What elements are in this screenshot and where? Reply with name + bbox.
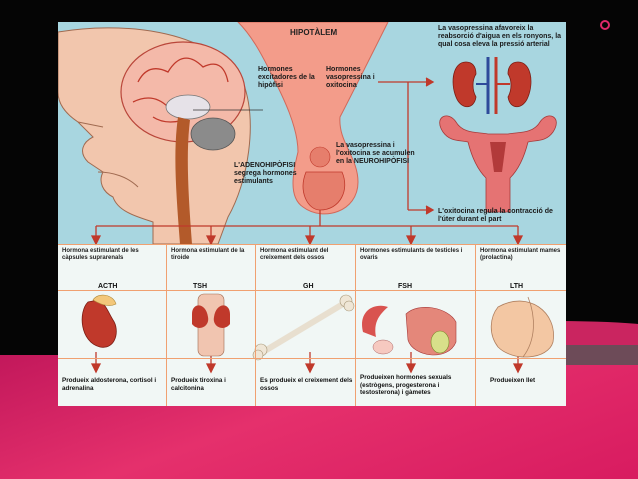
excitatory-hormones-label: Hormones excitadores de la hipòfisi [258,66,315,89]
gh-effect: Es produeix el creixement dels ossos [260,377,353,392]
pituitary-illustration [237,22,389,215]
thyroid-gland-icon [192,293,230,357]
table-header-border [58,290,566,291]
uterus-note: L'oxitocina regula la contracció de l'út… [438,208,553,223]
neurohypophysis-label: La vasopressina i l'oxitocina se acumule… [336,142,415,165]
bullet-ring-icon [600,20,610,30]
hypothalamus-title: HIPOTÀLEM [290,28,338,37]
lth-effect: Produeixen llet [490,377,536,384]
fsh-abbr: FSH [398,283,412,290]
column-divider [167,244,256,406]
acth-effect: Produeix aldosterona, cortisol i adrenal… [62,377,157,392]
gh-heading: Hormona estimulant del creixement dels o… [260,248,329,261]
lth-abbr: LTH [510,283,524,290]
uterus-illustration [439,115,557,213]
column-divider [58,244,167,406]
kidney-note: La vasopressina afavoreix la reabsorció … [438,25,562,48]
mammary-gland-icon [490,296,554,358]
table-top-border [58,244,566,245]
gray-strip-decoration [565,345,638,365]
tsh-heading: Hormona estimulant de la tiroide [171,248,245,261]
lth-heading: Hormona estimulant mames (prolactina) [480,248,561,261]
adenohypophysis-label: L'ADENOHIPÒFISI segrega hormones estimul… [234,162,297,185]
head-illustration [58,27,263,245]
column-divider [256,244,356,406]
acth-heading: Hormona estimulant de les càpsules supra… [62,248,139,261]
fsh-heading: Hormones estimulants de testicles i ovar… [360,248,463,261]
kidneys-illustration [452,57,532,114]
fsh-effect: Produeixen hormones sexuals (estrògens, … [360,374,452,396]
gh-abbr: GH [303,283,314,290]
adrenal-gland-icon [81,294,117,348]
tsh-effect: Produeix tiroxina i calcitonina [171,377,226,392]
tsh-abbr: TSH [193,283,207,290]
acth-abbr: ACTH [98,283,118,290]
bone-icon [252,294,355,361]
diagram-panel: HIPOTÀLEM Hormones excitadores de la hip… [58,22,566,406]
illustration-layer [58,22,557,374]
upper-connectors [96,77,518,227]
column-divider [356,244,476,406]
gonads-icon [362,305,457,356]
table-image-border [58,358,566,359]
vasopressin-hormones-label: Hormones vasopressina i oxitocina [326,66,375,89]
